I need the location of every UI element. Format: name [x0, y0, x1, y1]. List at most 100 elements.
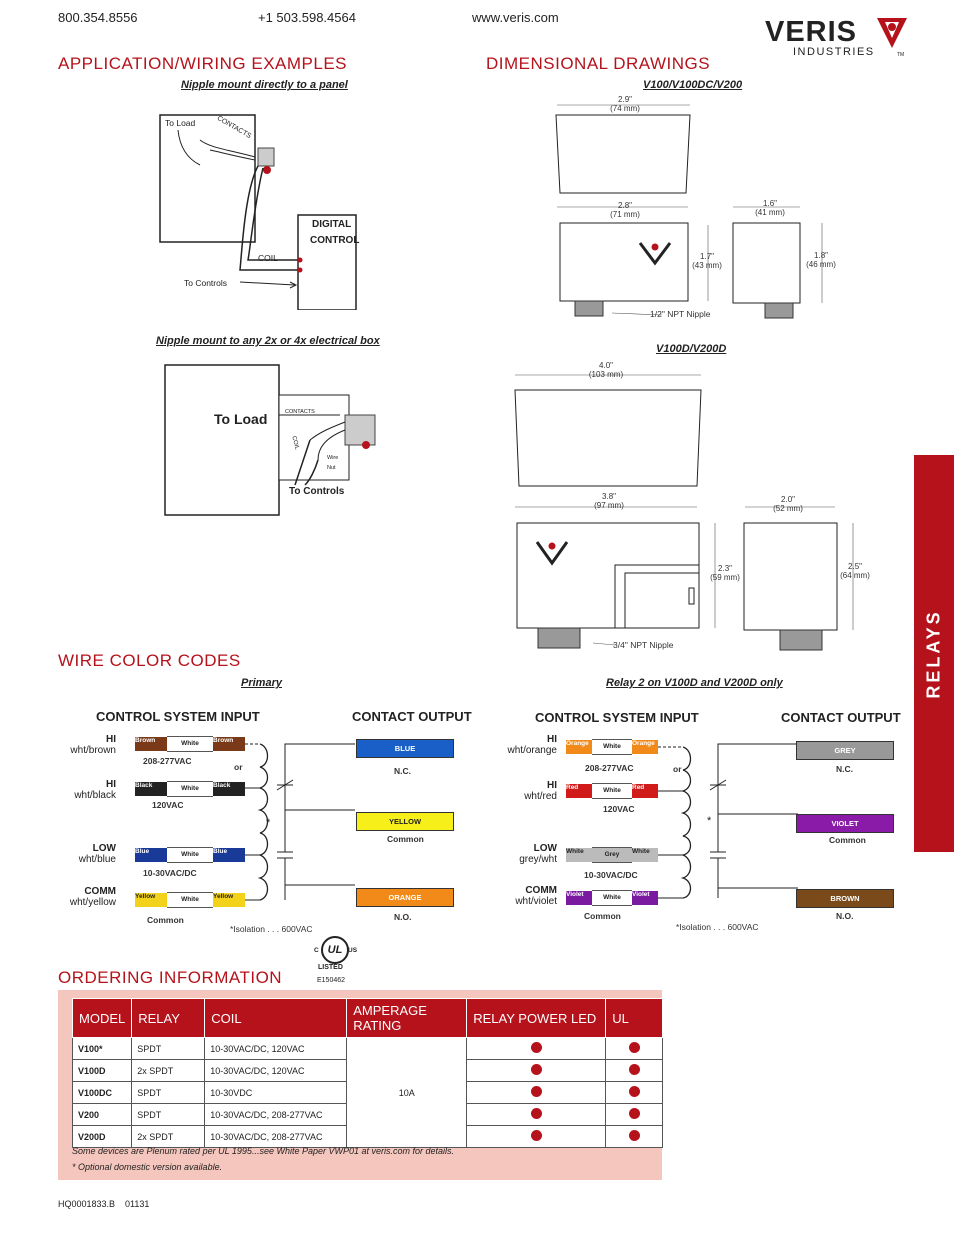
left-or: or: [234, 762, 243, 772]
app-coil: COIL: [258, 253, 278, 263]
right-or: or: [673, 764, 682, 774]
led-dot: [530, 1064, 542, 1075]
dim-drawing-v100: [555, 104, 823, 319]
section-title-application: APPLICATION/WIRING EXAMPLES: [58, 54, 348, 73]
ul-dot: [628, 1042, 640, 1053]
app-control: CONTROL: [310, 235, 360, 246]
right-v4: Common: [584, 911, 621, 921]
ul-listed-logo: C UL US LISTED E150462: [310, 933, 365, 988]
col-header-model: MODEL: [71, 998, 133, 1038]
ul-dot: [628, 1130, 640, 1141]
amperage-value: 10A: [346, 1037, 468, 1148]
ul-dot: [628, 1086, 640, 1097]
table-row: V200D 2x SPDT 10-30VAC/DC, 208-277VAC: [71, 1125, 664, 1148]
led-dot: [530, 1042, 542, 1053]
dim-nipple-1: 1/2" NPT Nipple: [650, 309, 711, 319]
left-star: *: [266, 817, 271, 829]
app-subtitle-box: Nipple mount to any 2x or 4x electrical …: [156, 335, 380, 347]
logo-brand: VERIS: [765, 16, 858, 48]
right-common: Common: [829, 835, 866, 845]
left-co-title: CONTACT OUTPUT: [352, 709, 472, 724]
left-contact-blue: BLUE: [356, 739, 454, 758]
box-wiring-diagram: [164, 364, 376, 516]
right-v3: 10-30VAC/DC: [584, 870, 638, 880]
dim-d7: 3.8"(97 mm): [594, 492, 624, 510]
app-contacts-2: CONTACTS: [285, 409, 315, 415]
logo-sub: INDUSTRIES: [793, 46, 875, 58]
dim-d8: 2.0"(52 mm): [773, 495, 803, 513]
dim-d5: 1.8"(46 mm): [806, 251, 836, 269]
left-csi-title: CONTROL SYSTEM INPUT: [96, 709, 260, 724]
phone-number: 800.354.8556: [58, 10, 138, 25]
veris-logo: VERIS INDUSTRIES TM: [765, 14, 910, 64]
left-common: Common: [387, 834, 424, 844]
led-dot: [530, 1130, 542, 1141]
dim-model-2: V100D/V200D: [656, 343, 727, 355]
app-wire: Wire: [327, 455, 339, 461]
app-to-controls-2: To Controls: [289, 486, 345, 497]
left-v4: Common: [147, 915, 184, 925]
table-row: V100DC SPDT 10-30VDC: [71, 1081, 664, 1104]
wire-relay2: Relay 2 on V100D and V200D only: [606, 677, 783, 689]
ul-icon: UL: [321, 936, 349, 964]
left-no: N.O.: [394, 912, 412, 922]
dim-drawing-v100d: [514, 374, 854, 651]
col-header-coil: COIL: [204, 998, 348, 1038]
right-v2: 120VAC: [603, 804, 635, 814]
right-contact-violet: VIOLET: [796, 814, 894, 833]
app-digital: DIGITAL: [312, 219, 352, 230]
left-nc: N.C.: [394, 766, 411, 776]
logo-tm: TM: [897, 52, 905, 58]
col-header-led: RELAY POWER LED: [466, 998, 607, 1038]
ul-dot: [628, 1108, 640, 1119]
dim-d3: 1.6"(41 mm): [755, 199, 785, 217]
app-to-load: To Load: [165, 118, 196, 128]
col-header-relay: RELAY: [131, 998, 206, 1038]
dim-d4: 1.7"(43 mm): [692, 252, 722, 270]
col-header-ul: UL: [605, 998, 664, 1038]
section-title-ordering: ORDERING INFORMATION: [58, 968, 283, 987]
document-code: HQ0001833.B 01131: [58, 1199, 150, 1209]
right-contact-grey: GREY: [796, 741, 894, 760]
led-dot: [530, 1086, 542, 1097]
relays-side-tab: RELAYS: [914, 455, 954, 852]
dim-nipple-2: 3/4" NPT Nipple: [613, 640, 674, 650]
right-star: *: [707, 815, 712, 827]
dim-d6: 4.0"(103 mm): [588, 361, 624, 379]
ordering-table: MODEL RELAY COIL AMPERAGE RATING RELAY P…: [71, 998, 664, 1148]
order-note-plenum: Some devices are Plenum rated per UL 199…: [72, 1146, 455, 1156]
website: www.veris.com: [472, 10, 559, 25]
left-coil-schematic: [245, 743, 355, 901]
app-nut: Nut: [327, 465, 336, 471]
dim-d2: 2.8"(71 mm): [610, 201, 640, 219]
right-co-title: CONTACT OUTPUT: [781, 710, 901, 725]
right-nc: N.C.: [836, 764, 853, 774]
right-contact-brown: BROWN: [796, 889, 894, 908]
led-dot: [530, 1108, 542, 1119]
panel-wiring-diagram: [159, 114, 357, 310]
dim-d10: 2.5"(64 mm): [840, 562, 870, 580]
section-title-dimensional: DIMENSIONAL DRAWINGS: [486, 54, 711, 73]
app-to-load-2: To Load: [214, 411, 268, 427]
right-v1: 208-277VAC: [585, 763, 634, 773]
app-subtitle-panel: Nipple mount directly to a panel: [181, 79, 348, 91]
section-title-wire-colors: WIRE COLOR CODES: [58, 651, 241, 670]
right-csi-title: CONTROL SYSTEM INPUT: [535, 710, 699, 725]
col-header-amperage: AMPERAGE RATING: [346, 998, 468, 1038]
app-to-controls: To Controls: [184, 278, 227, 288]
dim-d1: 2.9"(74 mm): [610, 95, 640, 113]
order-note-domestic: * Optional domestic version available.: [72, 1162, 223, 1172]
left-isolation: *Isolation . . . 600VAC: [230, 924, 313, 934]
